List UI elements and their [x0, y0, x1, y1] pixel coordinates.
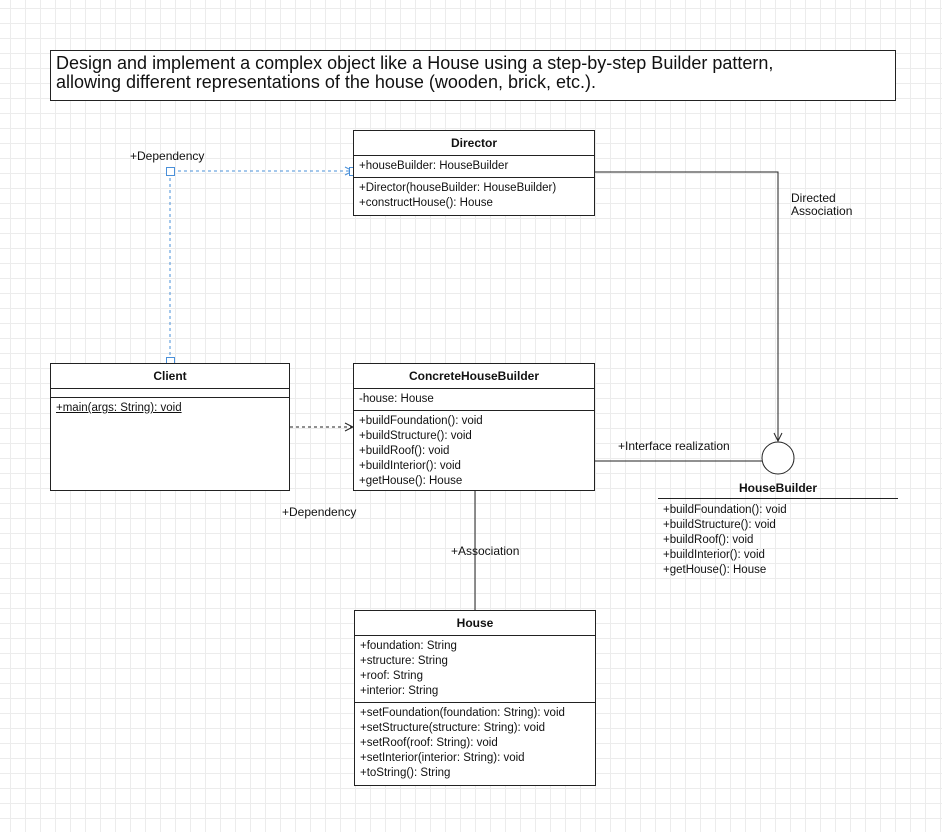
- attribute: +interior: String: [360, 685, 439, 697]
- method: +buildStructure(): void: [663, 519, 776, 531]
- attribute: -house: House: [359, 393, 434, 405]
- method: +buildRoof(): void: [663, 534, 754, 546]
- class-title: Director: [354, 131, 594, 156]
- attribute: +houseBuilder: HouseBuilder: [359, 160, 509, 172]
- method: +setInterior(interior: String): void: [360, 752, 525, 764]
- method: +buildRoof(): void: [359, 445, 450, 457]
- methods-section: +setFoundation(foundation: String): void…: [355, 703, 595, 784]
- attributes-section: +houseBuilder: HouseBuilder: [354, 156, 594, 178]
- attribute: +roof: String: [360, 670, 423, 682]
- problem-statement: Design and implement a complex object li…: [50, 50, 896, 101]
- method: +setRoof(roof: String): void: [360, 737, 498, 749]
- class-director[interactable]: Director +houseBuilder: HouseBuilder +Di…: [353, 130, 595, 216]
- interface-methods: +buildFoundation(): void +buildStructure…: [663, 503, 787, 578]
- interface-divider: [658, 498, 898, 499]
- problem-line-2: allowing different representations of th…: [56, 72, 596, 92]
- label-dependency-top: +Dependency: [130, 149, 205, 163]
- attributes-section: [51, 389, 289, 398]
- method: +getHouse(): House: [359, 475, 463, 487]
- class-client[interactable]: Client +main(args: String): void: [50, 363, 290, 491]
- problem-line-1: Design and implement a complex object li…: [56, 53, 774, 73]
- method: +buildInterior(): void: [663, 549, 765, 561]
- label-directed: Directed: [791, 191, 836, 205]
- dependency-client-director[interactable]: [169, 171, 353, 361]
- method: +buildFoundation(): void: [663, 504, 787, 516]
- class-house[interactable]: House +foundation: String +structure: St…: [354, 610, 596, 786]
- methods-section: +main(args: String): void: [51, 398, 289, 419]
- methods-section: +Director(houseBuilder: HouseBuilder) +c…: [354, 178, 594, 214]
- attributes-section: +foundation: String +structure: String +…: [355, 636, 595, 703]
- label-realization: +Interface realization: [618, 439, 730, 453]
- method: +toString(): String: [360, 767, 451, 779]
- interface-lollipop[interactable]: [761, 441, 795, 475]
- class-title: Client: [51, 364, 289, 389]
- method: +setStructure(structure: String): void: [360, 722, 546, 734]
- directed-association-director-housebuilder[interactable]: [595, 171, 778, 441]
- method: +buildFoundation(): void: [359, 415, 483, 427]
- label-association: +Association: [451, 544, 520, 558]
- method: +buildStructure(): void: [359, 430, 472, 442]
- method: +constructHouse(): House: [359, 197, 493, 209]
- method: +getHouse(): House: [663, 564, 767, 576]
- attributes-section: -house: House: [354, 389, 594, 411]
- attribute: +foundation: String: [360, 640, 457, 652]
- method: +buildInterior(): void: [359, 460, 461, 472]
- interface-title: HouseBuilder: [738, 481, 817, 495]
- method: +setFoundation(foundation: String): void: [360, 707, 565, 719]
- methods-section: +buildFoundation(): void +buildStructure…: [354, 411, 594, 492]
- method: +Director(houseBuilder: HouseBuilder): [359, 182, 557, 194]
- attribute: +structure: String: [360, 655, 448, 667]
- label-dependency-bottom: +Dependency: [282, 505, 357, 519]
- class-concrete-house-builder[interactable]: ConcreteHouseBuilder -house: House +buil…: [353, 363, 595, 491]
- method: +main(args: String): void: [56, 402, 182, 414]
- class-title: House: [355, 611, 595, 636]
- class-title: ConcreteHouseBuilder: [354, 364, 594, 389]
- selection-handle[interactable]: [166, 167, 175, 176]
- label-association-word: Association: [791, 204, 853, 218]
